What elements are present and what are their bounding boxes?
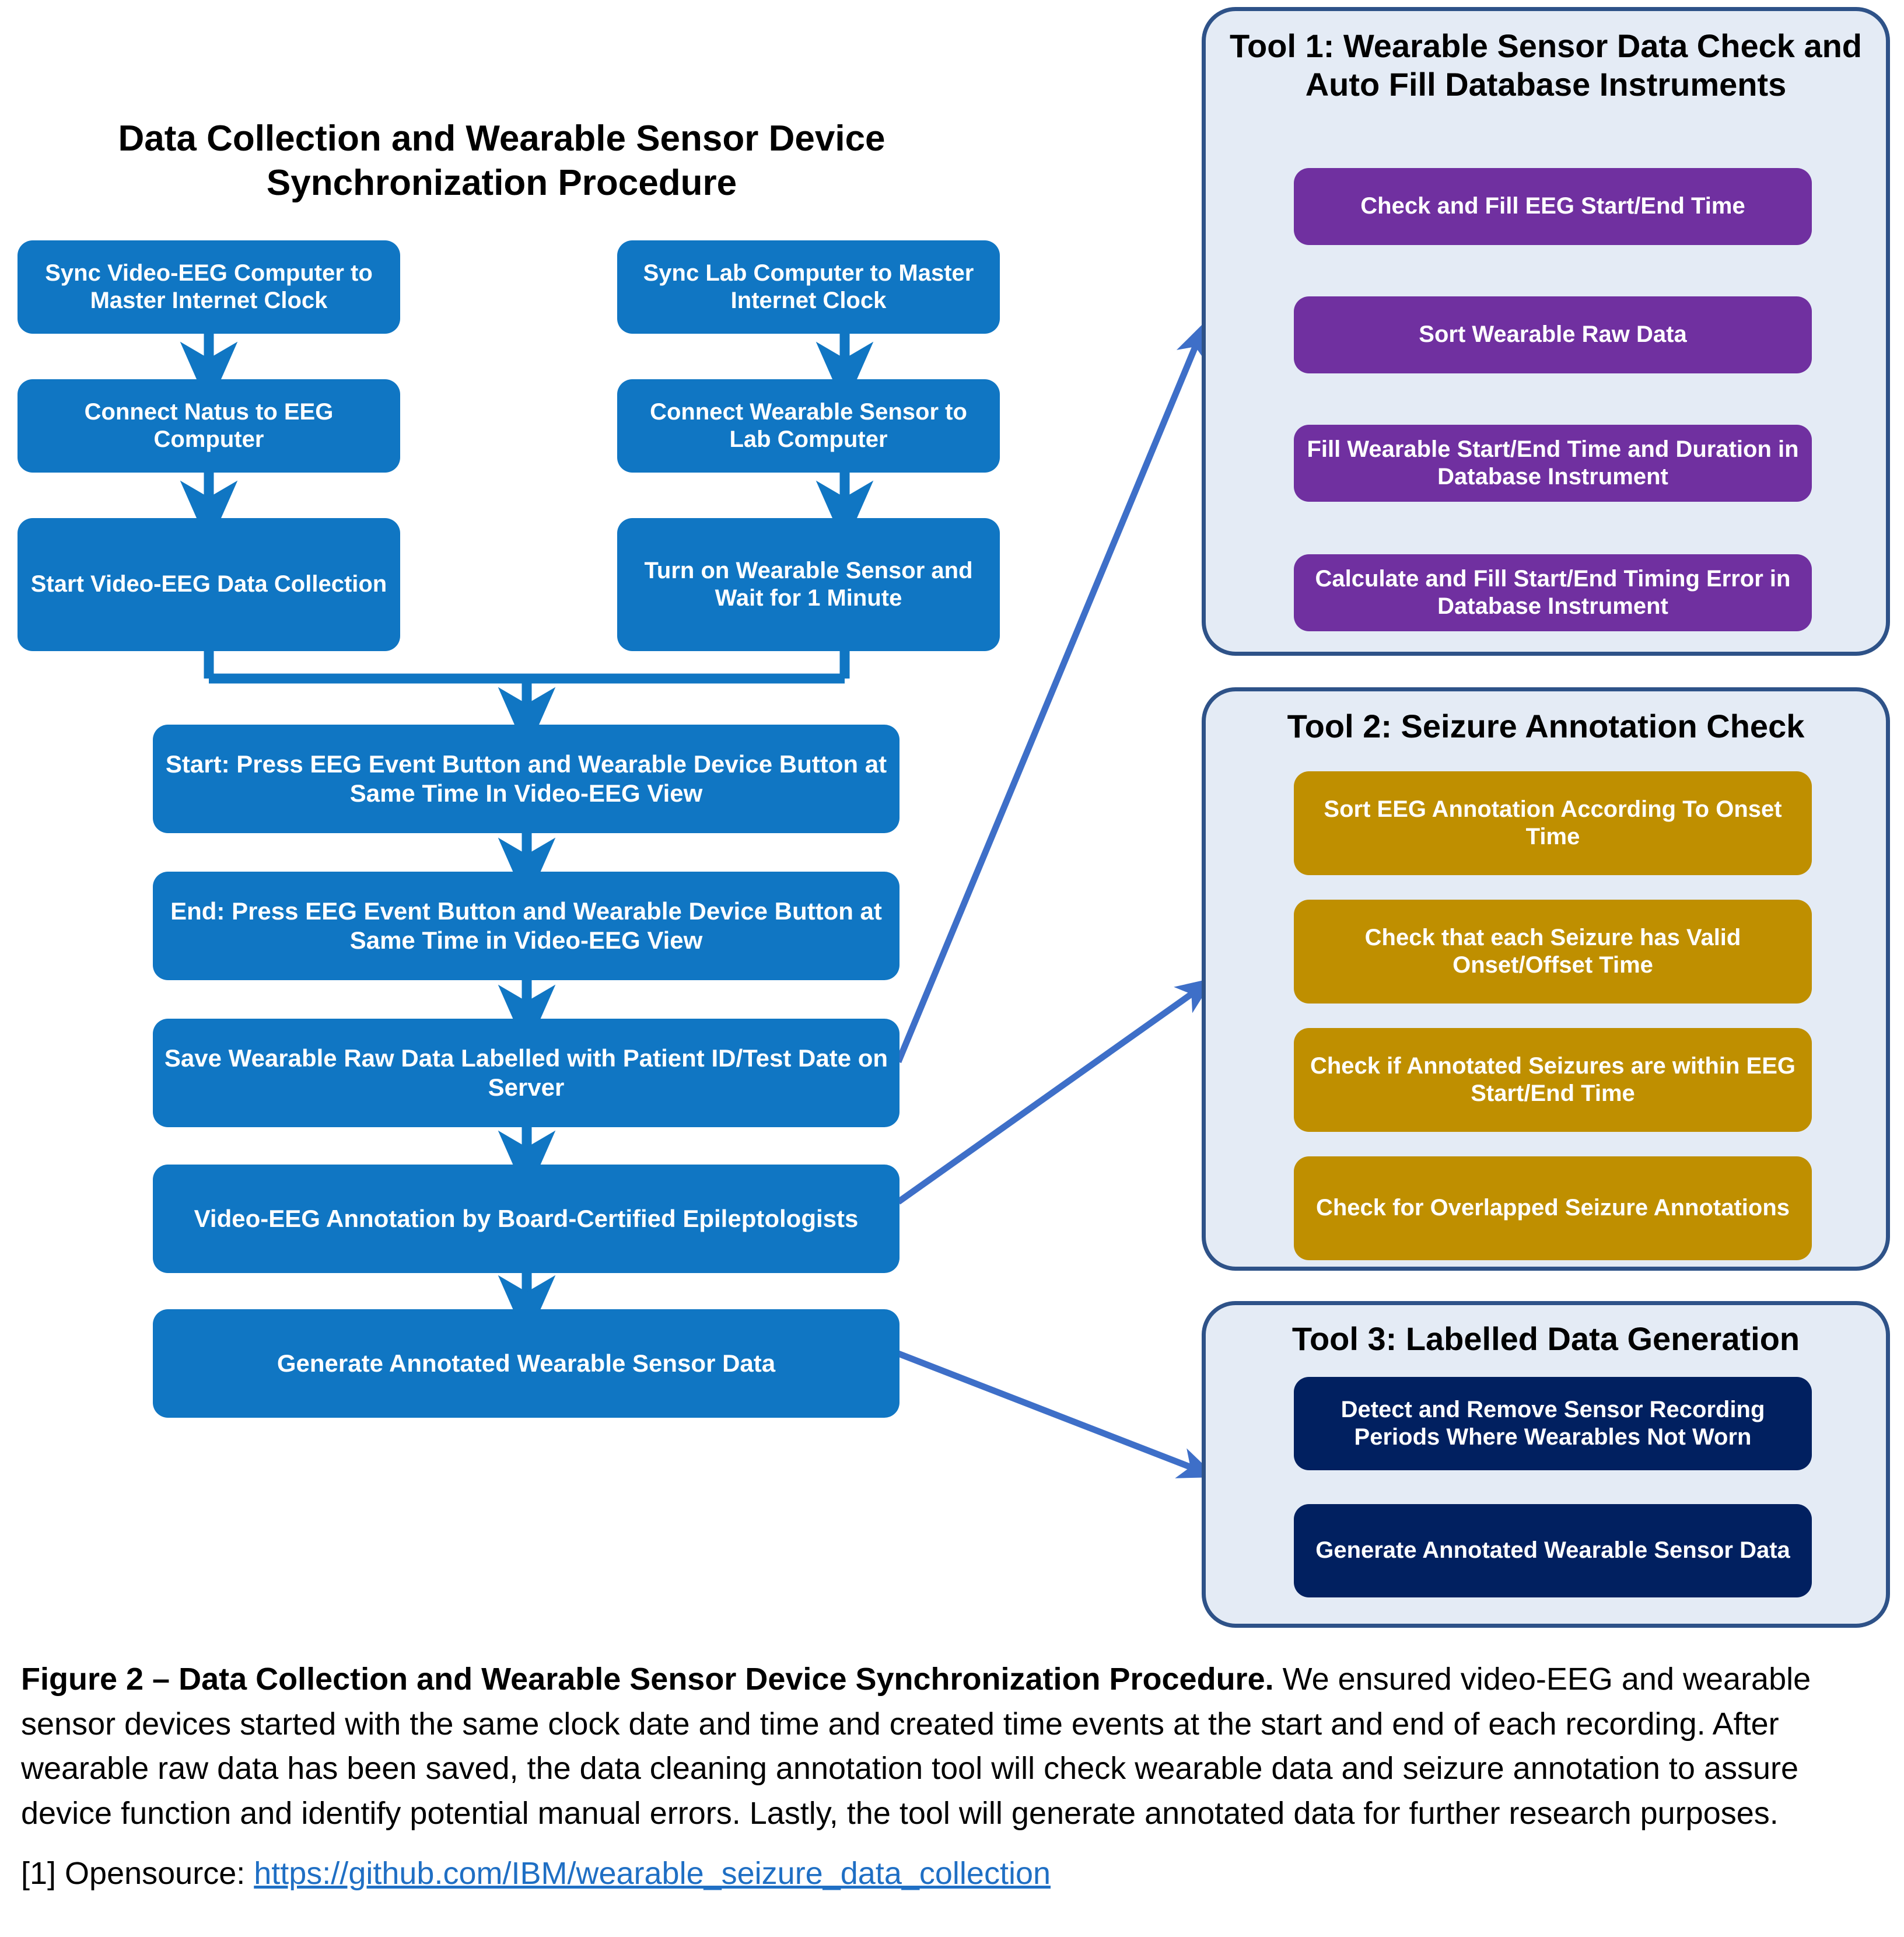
step-end-press-buttons[interactable]: End: Press EEG Event Button and Wearable… xyxy=(153,872,900,980)
step-sync-video-eeg-computer[interactable]: Sync Video-EEG Computer to Master Intern… xyxy=(18,240,400,334)
caption-body: We ensured video-EEG and wearable sensor… xyxy=(21,1662,1811,1831)
reference-label: [1] Opensource: xyxy=(21,1856,254,1891)
tool-1-step-2[interactable]: Sort Wearable Raw Data xyxy=(1294,296,1812,373)
step-connect-wearable-sensor[interactable]: Connect Wearable Sensor to Lab Computer xyxy=(617,379,1000,473)
tool-3-step-1[interactable]: Detect and Remove Sensor Recording Perio… xyxy=(1294,1377,1812,1470)
tool-2-step-4[interactable]: Check for Overlapped Seizure Annotations xyxy=(1294,1156,1812,1260)
step-connect-natus[interactable]: Connect Natus to EEG Computer xyxy=(18,379,400,473)
step-turn-on-wearable-sensor[interactable]: Turn on Wearable Sensor and Wait for 1 M… xyxy=(617,518,1000,651)
reference-line: [1] Opensource: https://github.com/IBM/w… xyxy=(21,1855,1829,1891)
tool-2-title: Tool 2: Seizure Annotation Check xyxy=(1287,708,1805,744)
tool-2-step-2[interactable]: Check that each Seizure has Valid Onset/… xyxy=(1294,900,1812,1004)
tool-3-title: Tool 3: Labelled Data Generation xyxy=(1292,1320,1800,1357)
step-start-press-buttons[interactable]: Start: Press EEG Event Button and Wearab… xyxy=(153,725,900,833)
tool-2-step-3[interactable]: Check if Annotated Seizures are within E… xyxy=(1294,1028,1812,1132)
step-start-video-eeg-collection[interactable]: Start Video-EEG Data Collection xyxy=(18,518,400,651)
caption-bold-lead: Figure 2 – Data Collection and Wearable … xyxy=(21,1662,1274,1697)
opensource-repo-link[interactable]: https://github.com/IBM/wearable_seizure_… xyxy=(254,1856,1051,1891)
tool-1-step-3[interactable]: Fill Wearable Start/End Time and Duratio… xyxy=(1294,425,1812,502)
tool-3-step-2[interactable]: Generate Annotated Wearable Sensor Data xyxy=(1294,1504,1812,1597)
step-generate-annotated-data[interactable]: Generate Annotated Wearable Sensor Data xyxy=(153,1309,900,1418)
tool-2-step-1[interactable]: Sort EEG Annotation According To Onset T… xyxy=(1294,771,1812,875)
tool-1-step-1[interactable]: Check and Fill EEG Start/End Time xyxy=(1294,168,1812,245)
step-video-eeg-annotation[interactable]: Video-EEG Annotation by Board-Certified … xyxy=(153,1165,900,1273)
step-sync-lab-computer[interactable]: Sync Lab Computer to Master Internet Clo… xyxy=(617,240,1000,334)
flowchart-title: Data Collection and Wearable Sensor Devi… xyxy=(118,118,886,203)
tool-1-title: Tool 1: Wearable Sensor Data Check and A… xyxy=(1229,27,1862,103)
tool-1-step-4[interactable]: Calculate and Fill Start/End Timing Erro… xyxy=(1294,554,1812,631)
step-save-wearable-raw-data[interactable]: Save Wearable Raw Data Labelled with Pat… xyxy=(153,1019,900,1127)
figure-caption: Figure 2 – Data Collection and Wearable … xyxy=(21,1657,1829,1836)
